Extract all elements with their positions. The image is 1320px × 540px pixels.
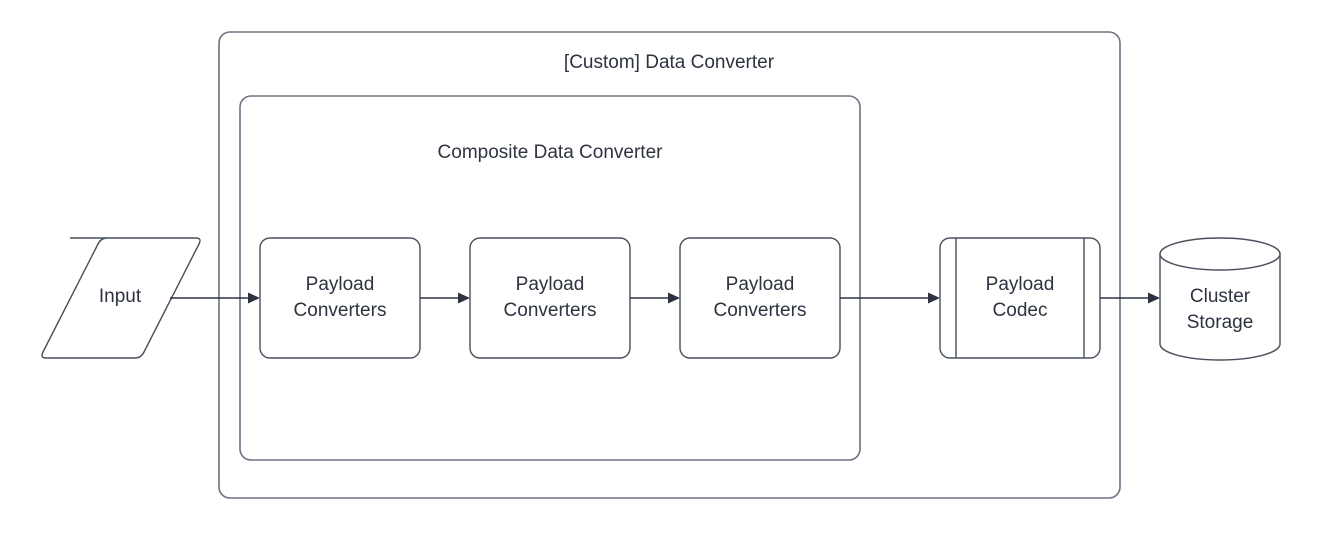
edge-pc2-to-pc3-arrowhead: [668, 292, 680, 304]
cluster-storage-body: [1159, 253, 1281, 361]
payload-converters-1-label-line2: Converters: [294, 300, 387, 321]
container-composite-data-converter[interactable]: Composite Data Converter: [239, 95, 861, 461]
payload-converters-2-label-line1: Payload: [516, 274, 585, 295]
edge-codec-to-storage-arrowhead: [1148, 292, 1160, 304]
payload-codec-shape: [939, 237, 1101, 359]
payload-converters-2-shape: [469, 237, 631, 359]
edge-payload-converters-3-to-codec: [840, 292, 940, 304]
composite-data-converter-border: [239, 95, 861, 461]
payload-converters-3-label-line1: Payload: [726, 274, 795, 295]
edge-payload-converters-1-to-2: [420, 292, 470, 304]
cluster-storage-label-line2: Storage: [1187, 312, 1254, 333]
input-label: Input: [99, 286, 142, 307]
cluster-storage-label-line1: Cluster: [1190, 286, 1251, 307]
node-input[interactable]: Input: [41, 237, 201, 359]
payload-converters-3-label-line2: Converters: [714, 300, 807, 321]
payload-codec-label-line1: Payload: [986, 274, 1055, 295]
node-payload-converters-2[interactable]: Payload Converters: [469, 237, 631, 359]
payload-converters-1-shape: [259, 237, 421, 359]
edge-codec-to-cluster-storage: [1100, 292, 1160, 304]
input-shape: [41, 237, 201, 359]
container-custom-data-converter[interactable]: [Custom] Data Converter: [218, 31, 1121, 499]
payload-converters-2-label-line2: Converters: [504, 300, 597, 321]
custom-data-converter-border: [218, 31, 1121, 499]
node-cluster-storage[interactable]: Cluster Storage: [1159, 237, 1281, 361]
node-payload-converters-1[interactable]: Payload Converters: [259, 237, 421, 359]
edge-pc1-to-pc2-arrowhead: [458, 292, 470, 304]
edge-pc3-to-codec-arrowhead: [928, 292, 940, 304]
composite-data-converter-title: Composite Data Converter: [438, 142, 664, 163]
edge-input-to-pc1-arrowhead: [248, 292, 260, 304]
node-payload-codec[interactable]: Payload Codec: [939, 237, 1101, 359]
payload-converters-3-shape: [679, 237, 841, 359]
edge-payload-converters-2-to-3: [630, 292, 680, 304]
edge-input-to-payload-converters-1: [170, 292, 260, 304]
payload-converters-1-label-line1: Payload: [306, 274, 375, 295]
node-payload-converters-3[interactable]: Payload Converters: [679, 237, 841, 359]
payload-codec-label-line2: Codec: [993, 300, 1048, 321]
cluster-storage-top: [1159, 237, 1281, 271]
custom-data-converter-title: [Custom] Data Converter: [564, 52, 775, 73]
